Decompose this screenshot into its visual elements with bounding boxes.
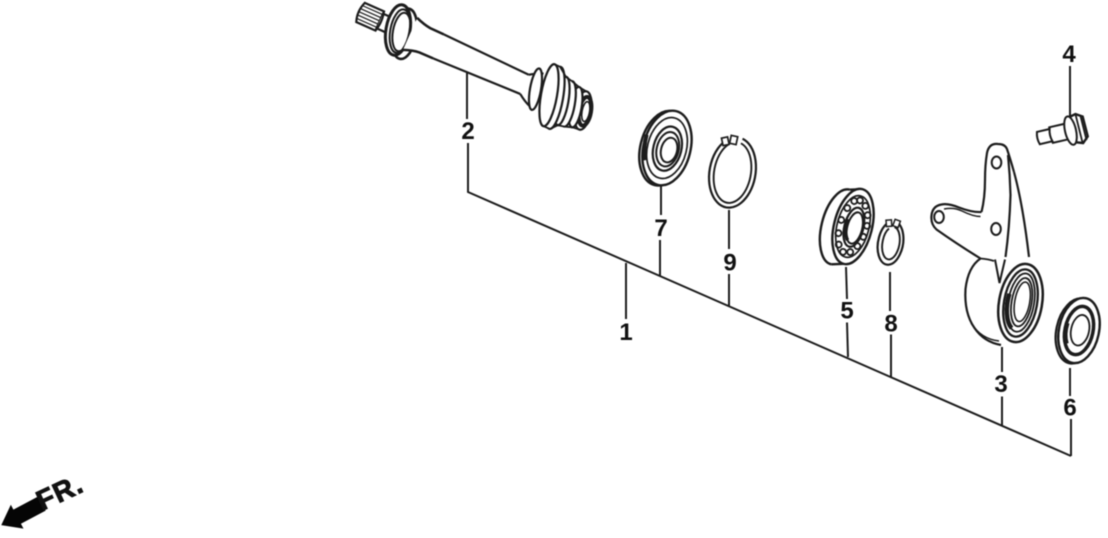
svg-text:5: 5 bbox=[840, 298, 853, 325]
svg-text:9: 9 bbox=[723, 250, 736, 277]
svg-text:1: 1 bbox=[619, 319, 632, 346]
svg-text:3: 3 bbox=[994, 371, 1007, 398]
svg-text:6: 6 bbox=[1063, 395, 1076, 422]
svg-text:4: 4 bbox=[1062, 41, 1076, 68]
svg-text:2: 2 bbox=[461, 118, 474, 145]
svg-text:7: 7 bbox=[654, 215, 667, 242]
svg-text:8: 8 bbox=[884, 311, 897, 338]
